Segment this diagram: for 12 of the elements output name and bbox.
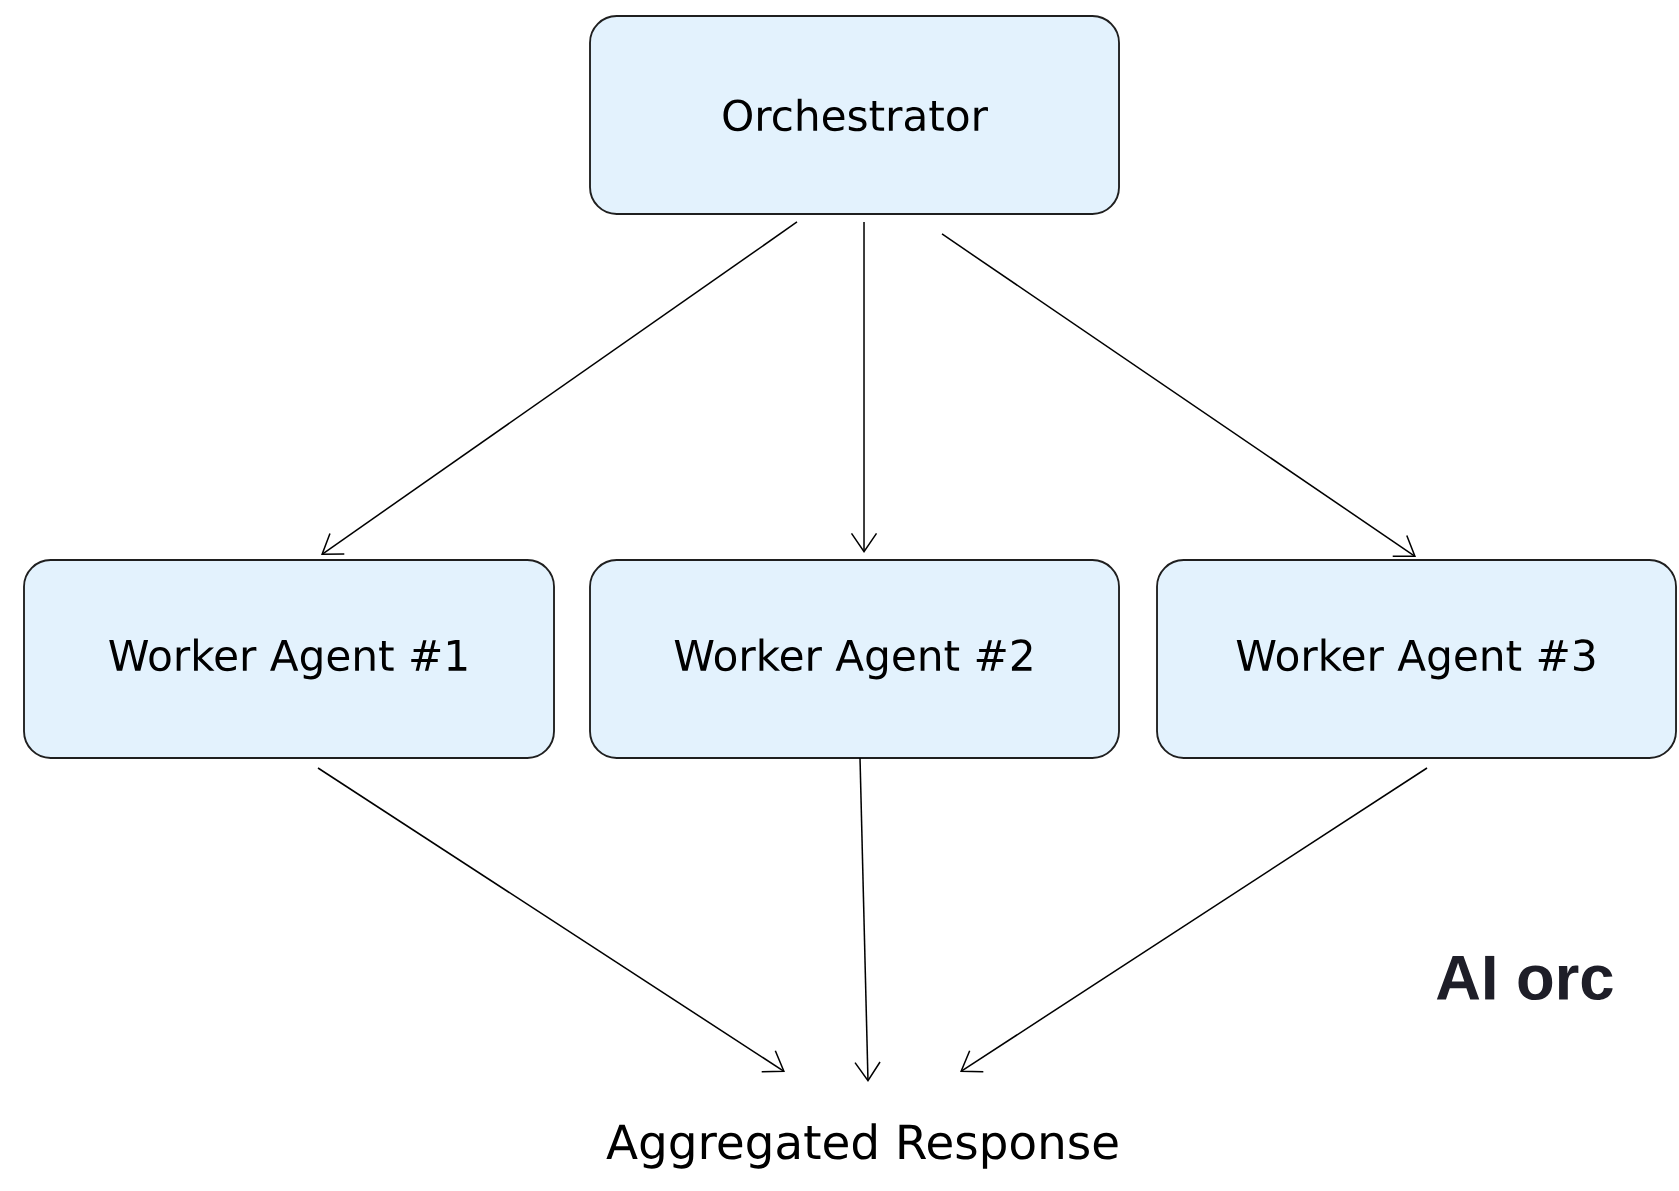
process-box: Worker Agent #2 [589, 559, 1120, 759]
arrow [854, 757, 881, 1082]
process-box: Orchestrator [589, 15, 1120, 215]
process-box: Worker Agent #3 [1156, 559, 1677, 759]
heading-text: AI orc [1436, 955, 1613, 1001]
arrow [321, 221, 798, 555]
arrow [960, 767, 1428, 1073]
arrow [850, 221, 878, 553]
result-text: Aggregated Response [606, 1123, 1118, 1169]
arrow [317, 767, 785, 1073]
process-box: Worker Agent #1 [23, 559, 555, 759]
arrow [941, 233, 1416, 557]
